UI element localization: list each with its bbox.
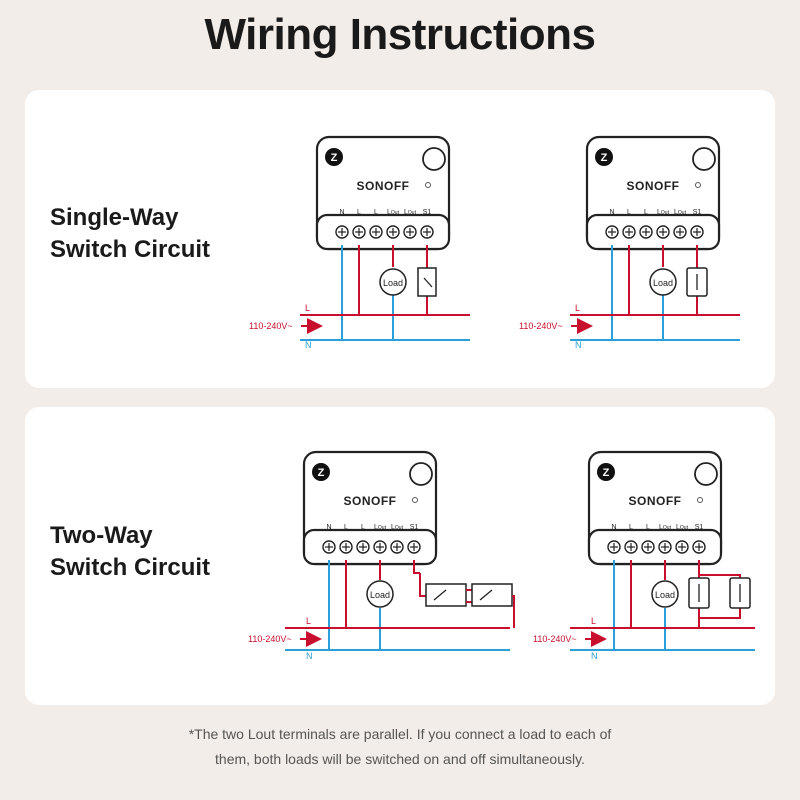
- zigbee-icon: Z: [318, 467, 325, 479]
- svg-text:L: L: [629, 524, 633, 531]
- brand-logo: SONOFF: [344, 494, 397, 508]
- svg-text:L: L: [575, 303, 580, 313]
- svg-text:N: N: [339, 209, 344, 216]
- svg-text:L: L: [357, 209, 361, 216]
- load-label: Load: [653, 278, 673, 288]
- svg-text:L: L: [305, 303, 310, 313]
- terminal-labels: N L L LOut LOut S1: [611, 524, 703, 531]
- svg-text:L: L: [591, 616, 596, 626]
- voltage-label: 110-240V~: [533, 634, 577, 644]
- svg-text:LOut: LOut: [657, 209, 670, 216]
- two-way-label: Two-Way Switch Circuit: [50, 522, 211, 581]
- svg-text:L: L: [646, 524, 650, 531]
- diagram-single-way-switch: Z SONOFF N L L LOut LOut S1 Load L N 110…: [249, 135, 470, 350]
- svg-text:LOut: LOut: [674, 209, 687, 216]
- svg-text:L: L: [344, 524, 348, 531]
- brand-logo: SONOFF: [629, 494, 682, 508]
- svg-text:N: N: [591, 651, 598, 661]
- svg-text:LOut: LOut: [387, 209, 400, 216]
- svg-text:S1: S1: [695, 524, 704, 531]
- svg-text:L: L: [374, 209, 378, 216]
- load-label: Load: [370, 590, 390, 600]
- svg-text:L: L: [627, 209, 631, 216]
- terminal-labels: N L L LOut LOut S1: [326, 524, 418, 531]
- brand-logo: SONOFF: [357, 179, 410, 193]
- brand-logo: SONOFF: [627, 179, 680, 193]
- svg-text:L: L: [644, 209, 648, 216]
- terminal-labels: N L L LOut LOut S1: [339, 209, 431, 216]
- footnote: *The two Lout terminals are parallel. If…: [188, 726, 612, 767]
- voltage-label: 110-240V~: [249, 321, 293, 331]
- svg-text:L: L: [306, 616, 311, 626]
- svg-text:S1: S1: [693, 209, 702, 216]
- load-label: Load: [655, 590, 675, 600]
- terminal-labels: N L L LOut LOut S1: [609, 209, 701, 216]
- svg-text:LOut: LOut: [676, 524, 689, 531]
- svg-text:N: N: [575, 340, 582, 350]
- svg-text:N: N: [609, 209, 614, 216]
- svg-text:N: N: [305, 340, 312, 350]
- svg-text:LOut: LOut: [659, 524, 672, 531]
- page-title: Wiring Instructions: [204, 10, 597, 59]
- svg-text:N: N: [326, 524, 331, 531]
- svg-text:S1: S1: [410, 524, 419, 531]
- two-way-switch-icon: [419, 573, 515, 628]
- zigbee-icon: Z: [601, 152, 608, 164]
- diagram-single-way-button: Z SONOFF N L L LOut LOut S1 Load L N 110…: [519, 135, 740, 350]
- zigbee-icon: Z: [331, 152, 338, 164]
- diagram-two-way-switch: Z SONOFF N L L LOut LOut S1 Load L N 110…: [248, 450, 515, 661]
- svg-text:N: N: [611, 524, 616, 531]
- svg-text:LOut: LOut: [374, 524, 387, 531]
- single-way-label: Single-Way Switch Circuit: [50, 204, 211, 263]
- diagram-two-way-button: Z SONOFF N L L LOut LOut S1 Load L N 110…: [533, 450, 755, 661]
- voltage-label: 110-240V~: [519, 321, 563, 331]
- voltage-label: 110-240V~: [248, 634, 292, 644]
- svg-text:LOut: LOut: [404, 209, 417, 216]
- svg-text:L: L: [361, 524, 365, 531]
- svg-text:S1: S1: [423, 209, 432, 216]
- svg-text:N: N: [306, 651, 313, 661]
- load-label: Load: [383, 278, 403, 288]
- zigbee-icon: Z: [603, 467, 610, 479]
- svg-text:LOut: LOut: [391, 524, 404, 531]
